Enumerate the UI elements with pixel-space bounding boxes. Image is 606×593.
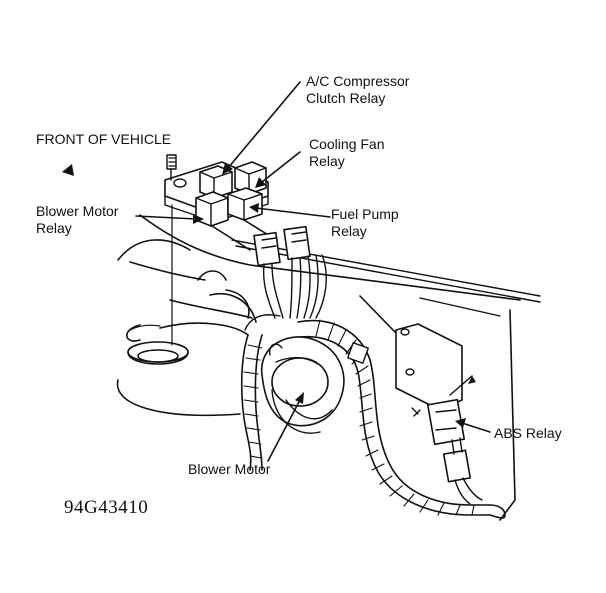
blower-motor-relay-label-line1: Blower Motor — [36, 203, 119, 219]
front-direction-arrow-icon — [62, 164, 74, 176]
ac-compressor-relay-label: A/C Compressor Clutch Relay — [306, 73, 409, 107]
blower-motor-relay-label-line2: Relay — [36, 220, 72, 236]
fuel-pump-relay-label-line2: Relay — [331, 223, 367, 239]
abs-relay-label: ABS Relay — [494, 425, 562, 441]
figure-id: 94G43410 — [64, 497, 149, 518]
abs-relay-assembly — [395, 323, 483, 505]
strut-tower — [116, 322, 249, 417]
cooling-fan-relay-label-line2: Relay — [309, 153, 345, 169]
body-panel-lines — [117, 214, 541, 521]
relay-harness — [197, 219, 327, 331]
fuel-pump-relay — [227, 187, 263, 221]
front-of-vehicle-label: FRONT OF VEHICLE — [36, 131, 172, 147]
ac-compressor-relay-label-line1: A/C Compressor — [306, 73, 410, 89]
blower-motor-unit — [261, 336, 369, 434]
cooling-fan-relay-label-line1: Cooling Fan — [309, 136, 385, 152]
blower-motor-relay — [195, 191, 229, 227]
fuel-pump-relay-label: Fuel Pump Relay — [331, 206, 399, 240]
blower-motor-relay-label: Blower Motor Relay — [36, 203, 118, 237]
ac-compressor-relay-label-line2: Clutch Relay — [306, 90, 386, 106]
blower-motor-label: Blower Motor — [188, 461, 271, 477]
cooling-fan-relay-label: Cooling Fan Relay — [309, 136, 385, 170]
fuel-pump-relay-label-line1: Fuel Pump — [331, 206, 399, 222]
leader-lines — [135, 81, 491, 462]
